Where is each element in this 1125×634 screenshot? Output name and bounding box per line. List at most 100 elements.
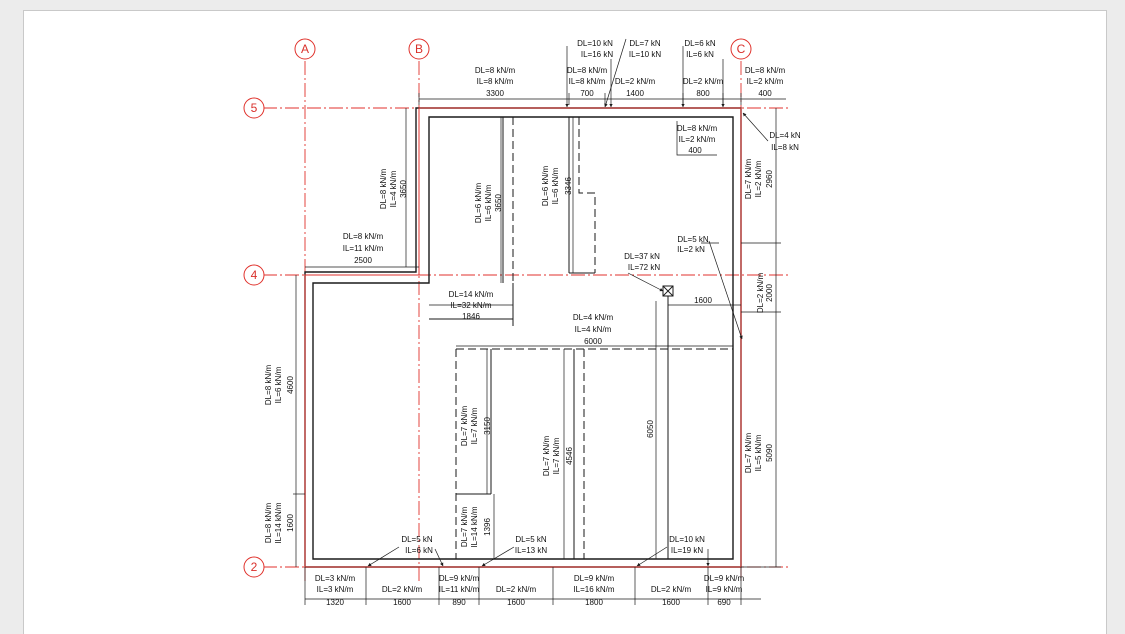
bottom-seg1-dim: 1600 xyxy=(393,598,411,607)
top-seg5-l1: DL=8 kN/m xyxy=(745,66,786,75)
right-pt-corner-l2: IL=8 kN xyxy=(771,143,799,152)
bottom-pt1-l1: DL=5 kN xyxy=(401,535,433,544)
grid-bubble-5 xyxy=(243,97,265,119)
beam-long-dim: 6000 xyxy=(584,337,602,346)
height-dim: 6050 xyxy=(646,420,655,438)
right-mid-dim: 2000 xyxy=(765,284,774,302)
top-pt2-l2: IL=10 kN xyxy=(629,50,661,59)
left-upper-dim: 4600 xyxy=(286,376,295,394)
wall-d-l2: IL=14 kN/m xyxy=(470,506,479,547)
bottom-seg2-l2: IL=11 kN/m xyxy=(439,585,480,594)
top-seg3-dim: 1400 xyxy=(626,89,644,98)
wall-d-l1: DL=7 kN/m xyxy=(460,507,469,548)
wall-b-dim: 3346 xyxy=(564,177,573,195)
grid-label-b: B xyxy=(415,42,423,56)
top-seg4-dim: 800 xyxy=(696,89,710,98)
wall-c-l2: IL=7 kN/m xyxy=(470,407,479,444)
bottom-pt1-l2: IL=6 kN xyxy=(405,546,433,555)
bottom-seg3-l1: DL=2 kN/m xyxy=(496,585,537,594)
top-pt3-l2: IL=6 kN xyxy=(686,50,714,59)
bottom-seg6-dim: 690 xyxy=(717,598,731,607)
step-wall-l1: DL=8 kN/m xyxy=(343,232,384,241)
beam-long-l2: IL=4 kN/m xyxy=(575,325,612,334)
interior-walls xyxy=(429,117,733,559)
left-upper-l1: DL=8 kN/m xyxy=(264,365,273,406)
grid-bubble-b xyxy=(408,38,430,60)
left-lower-l2: IL=14 kN/m xyxy=(274,502,283,543)
grid-bubble-2 xyxy=(243,556,265,578)
grid-label-5: 5 xyxy=(251,101,258,115)
left-upper-wall-l2: IL=4 kN/m xyxy=(389,170,398,207)
top-pt2-l1: DL=7 kN xyxy=(629,39,661,48)
drawing-sheet: A B C 5 4 2 xyxy=(23,10,1107,634)
top-seg2-l2: IL=8 kN/m xyxy=(569,77,606,86)
column-dim: 1600 xyxy=(694,296,712,305)
beam-short-l2: IL=32 kN/m xyxy=(450,301,491,310)
beam-short-l1: DL=14 kN/m xyxy=(449,290,494,299)
bottom-pt3-l2: IL=19 kN xyxy=(671,546,703,555)
bottom-pt3-l1: DL=10 kN xyxy=(669,535,705,544)
bottom-seg4-dim: 1800 xyxy=(585,598,603,607)
left-lower-dim: 1600 xyxy=(286,514,295,532)
top-seg2-dim: 700 xyxy=(580,89,594,98)
left-upper-wall-l1: DL=8 kN/m xyxy=(379,169,388,210)
wall-c-dim: 3150 xyxy=(483,417,492,435)
bottom-seg3-dim: 1600 xyxy=(507,598,525,607)
top-seg1-dim: 3300 xyxy=(486,89,504,98)
step-wall-dim: 2500 xyxy=(354,256,372,265)
bottom-seg0-l1: DL=3 kN/m xyxy=(315,574,356,583)
grid-label-c: C xyxy=(737,42,746,56)
right-upper-l2: IL=2 kN/m xyxy=(754,160,763,197)
right-upper-dim: 2960 xyxy=(765,170,774,188)
grid-label-2: 2 xyxy=(251,560,258,574)
beam-short-dim: 1846 xyxy=(462,312,480,321)
right-pt-l2: IL=2 kN xyxy=(677,245,705,254)
annotations: DL=8 kN/m IL=8 kN/m 3300 DL=8 kN/m IL=8 … xyxy=(264,39,801,607)
wall-outline-red xyxy=(304,107,742,568)
inner-top-l1: DL=8 kN/m xyxy=(677,124,718,133)
bottom-pt2-l2: IL=13 kN xyxy=(515,546,547,555)
step-wall-l2: IL=11 kN/m xyxy=(343,244,384,253)
wall-d-dim: 1396 xyxy=(483,518,492,536)
inner-top-l2: IL=2 kN/m xyxy=(679,135,716,144)
wall-b-l2: IL=6 kN/m xyxy=(551,167,560,204)
right-lower-l2: IL=5 kN/m xyxy=(754,434,763,471)
exterior-walls xyxy=(304,107,742,568)
wall-c-l1: DL=7 kN/m xyxy=(460,406,469,447)
bottom-pt2-l1: DL=5 kN xyxy=(515,535,547,544)
wall-a-l1: DL=6 kN/m xyxy=(474,183,483,224)
column-l2: IL=72 kN xyxy=(628,263,660,272)
top-pt1-l1: DL=10 kN xyxy=(577,39,613,48)
left-upper-wall-dim: 3650 xyxy=(399,180,408,198)
bottom-seg4-l1: DL=9 kN/m xyxy=(574,574,615,583)
top-seg2-l1: DL=8 kN/m xyxy=(567,66,608,75)
bottom-seg6-l2: IL=9 kN/m xyxy=(706,585,743,594)
wall-a-l2: IL=6 kN/m xyxy=(484,184,493,221)
wall-e-l1: DL=7 kN/m xyxy=(542,436,551,477)
wall-b-l1: DL=6 kN/m xyxy=(541,166,550,207)
top-seg1-l1: DL=8 kN/m xyxy=(475,66,516,75)
bottom-seg5-dim: 1600 xyxy=(662,598,680,607)
bottom-seg0-l2: IL=3 kN/m xyxy=(317,585,354,594)
wall-e-l2: IL=7 kN/m xyxy=(552,437,561,474)
right-upper-l1: DL=7 kN/m xyxy=(744,159,753,200)
top-seg1-l2: IL=8 kN/m xyxy=(477,77,514,86)
grid-label-a: A xyxy=(301,42,309,56)
wall-a-dim: 3650 xyxy=(494,194,503,212)
column-marker xyxy=(662,285,674,297)
bottom-seg4-l2: IL=16 kN/m xyxy=(573,585,614,594)
dimension-lines xyxy=(293,38,786,605)
right-pt-l1: DL=5 kN xyxy=(677,235,709,244)
wall-e-dim: 4546 xyxy=(565,447,574,465)
right-pt-corner-l1: DL=4 kN xyxy=(769,131,801,140)
floor-plan-drawing: A B C 5 4 2 xyxy=(243,38,801,607)
bottom-seg0-dim: 1320 xyxy=(326,598,344,607)
top-seg4-l1: DL=2 kN/m xyxy=(683,77,724,86)
top-pt1-l2: IL=16 kN xyxy=(581,50,613,59)
bottom-seg6-l1: DL=9 kN/m xyxy=(704,574,745,583)
bottom-seg2-l1: DL=9 kN/m xyxy=(439,574,480,583)
grid-bubble-a xyxy=(294,38,316,60)
column-l1: DL=37 kN xyxy=(624,252,660,261)
right-lower-l1: DL=7 kN/m xyxy=(744,433,753,474)
top-pt3-l1: DL=6 kN xyxy=(684,39,716,48)
